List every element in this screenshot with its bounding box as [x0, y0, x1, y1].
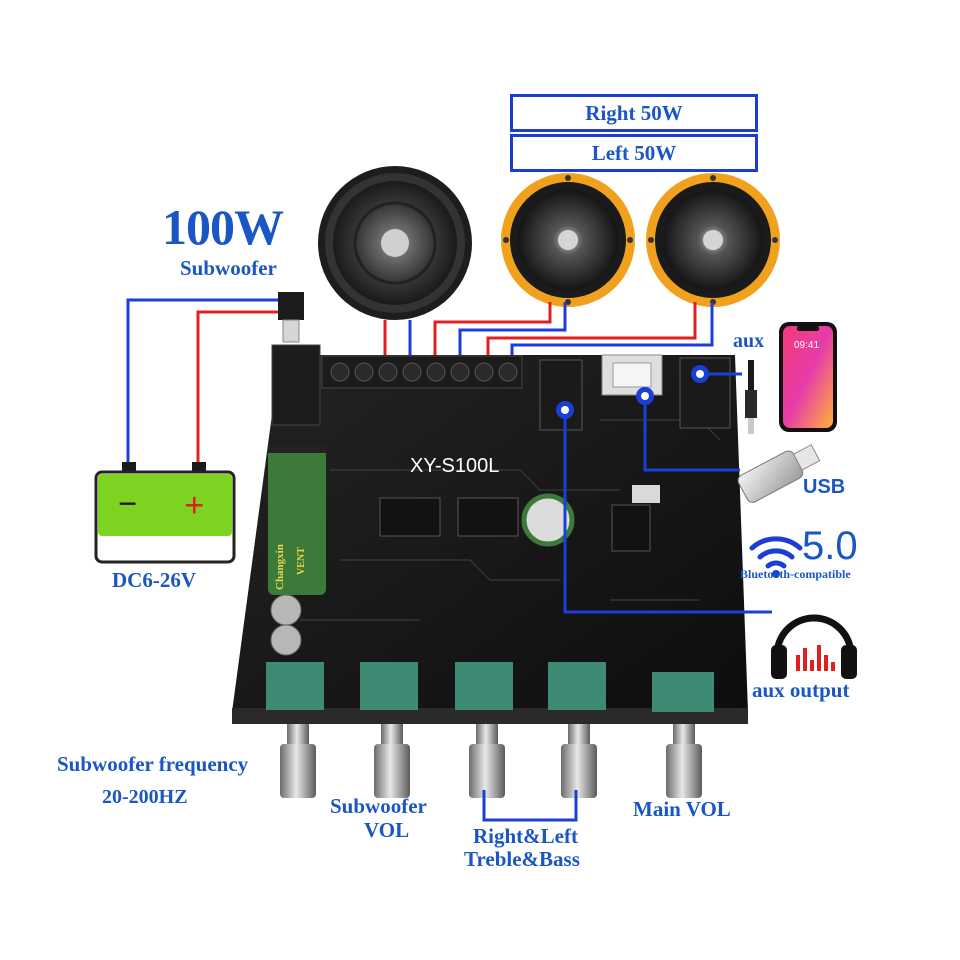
aux-label: aux — [733, 330, 765, 352]
board-model: XY-S100L — [410, 455, 500, 477]
tone-label-2: Treble&Bass — [464, 847, 580, 871]
right-power-box: Right 50W — [510, 94, 758, 132]
voltage-label: DC6-26V — [112, 568, 196, 592]
sub-vol-label-2: VOL — [364, 818, 410, 842]
subwoofer-label: Subwoofer — [180, 256, 277, 280]
headphones-icon — [771, 614, 857, 679]
battery-plus: + — [184, 485, 205, 525]
left-speaker-icon — [501, 173, 635, 307]
aux-output-label: aux output — [752, 678, 850, 702]
left-power-label: Left 50W — [591, 140, 677, 165]
main-vol-label: Main VOL — [633, 797, 731, 821]
bluetooth-label: Bluetooth-compatible — [740, 567, 851, 581]
capacitor-vent: VENT — [296, 547, 307, 575]
knob-icon — [280, 724, 702, 798]
phone-icon — [779, 322, 837, 432]
tone-label: Right&Left — [473, 824, 578, 848]
right-power-label: Right 50W — [585, 100, 683, 125]
sub-frequency-label: Subwoofer frequency — [57, 752, 249, 776]
battery-icon — [94, 462, 236, 564]
phone-time: 09:41 — [794, 340, 820, 351]
battery-minus: − — [118, 486, 138, 523]
capacitor-brand: Changxin — [274, 544, 286, 590]
amplifier-board — [232, 344, 748, 724]
usb-stick-icon — [737, 444, 821, 503]
right-speaker-icon — [646, 173, 780, 307]
sub-frequency-range: 20-200HZ — [102, 786, 188, 808]
usb-label: USB — [803, 476, 846, 498]
left-power-box: Left 50W — [510, 134, 758, 172]
dc-plug-icon — [278, 292, 304, 343]
subwoofer-watt: 100W — [162, 199, 284, 255]
subwoofer-speaker-icon — [318, 166, 472, 320]
bluetooth-version: 5.0 — [802, 524, 858, 568]
sub-vol-label: Subwoofer — [330, 794, 427, 818]
aux-plug-icon — [745, 360, 757, 434]
wifi-icon — [749, 536, 803, 569]
